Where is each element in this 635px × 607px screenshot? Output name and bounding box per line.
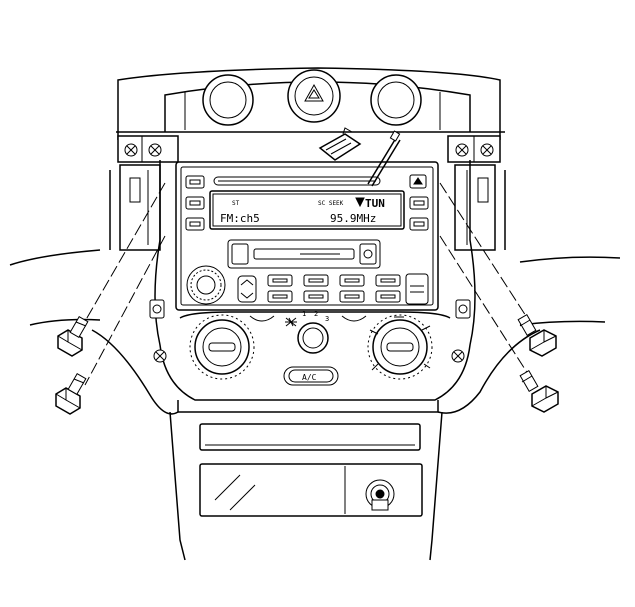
left-radio-button (185, 175, 205, 189)
fan-speed-knob: 1 2 3 (285, 310, 329, 354)
mode-knob (367, 314, 433, 380)
seek-indicator: SC SEEK (318, 200, 344, 207)
fan-speed-mark: 1 (302, 310, 306, 318)
function-button (267, 274, 293, 287)
left-radio-button (185, 217, 205, 231)
function-button (267, 290, 293, 303)
left-top-bracket (117, 135, 179, 163)
left-side-screws (149, 299, 167, 363)
preset-button (339, 274, 365, 287)
storage-slot (199, 423, 421, 451)
function-button (303, 290, 329, 303)
volume-knob (186, 265, 226, 305)
hazard-button (287, 69, 341, 123)
bolt-upper-right (439, 182, 557, 357)
tone-button (405, 273, 429, 305)
preset-button (375, 274, 401, 287)
right-vent-knob (370, 74, 422, 126)
frequency-readout: 95.9MHz (330, 212, 376, 225)
radio-head-unit: ST SC SEEK TUN FM:ch5 95.9MHz (175, 161, 439, 311)
antenna-icon (355, 197, 365, 208)
left-vent-knob (202, 74, 254, 126)
right-side-screws (451, 299, 471, 363)
wiring-connector (318, 127, 362, 161)
tune-indicator: TUN (365, 197, 385, 210)
climate-control-panel: 1 2 3 A/C (179, 310, 451, 386)
antenna-cable (367, 130, 401, 187)
cassette-deck (227, 239, 381, 269)
right-radio-button (409, 196, 429, 210)
eject-icon (413, 177, 423, 185)
hex-bolt-icon (519, 370, 559, 413)
bolt-upper-left (57, 182, 166, 357)
band-channel-readout: FM:ch5 (220, 212, 260, 225)
seek-button (237, 275, 257, 303)
eject-button (409, 174, 427, 189)
ac-button-label: A/C (302, 373, 317, 382)
right-top-bracket (447, 135, 501, 163)
right-radio-button (409, 217, 429, 231)
fan-speed-mark: 3 (325, 315, 329, 323)
temperature-knob (189, 314, 255, 380)
preset-button (339, 290, 365, 303)
fan-icon (285, 317, 297, 327)
power-outlet (365, 479, 395, 511)
radio-display (209, 190, 405, 230)
bolt-lower-left (55, 235, 166, 415)
right-mounting-bracket (454, 164, 506, 251)
status-indicator: ST (232, 200, 240, 207)
left-mounting-bracket (109, 164, 161, 251)
function-button (303, 274, 329, 287)
bolt-lower-right (439, 235, 559, 413)
fan-speed-mark: 2 (314, 310, 318, 318)
hex-bolt-icon (57, 316, 89, 357)
left-radio-button (185, 196, 205, 210)
hazard-warning-triangle-icon (304, 83, 324, 102)
lower-console (169, 411, 443, 561)
hex-bolt-icon (517, 314, 557, 357)
preset-button (375, 290, 401, 303)
ac-button: A/C (283, 366, 339, 386)
hex-bolt-icon (55, 373, 87, 415)
storage-bin (199, 463, 423, 517)
